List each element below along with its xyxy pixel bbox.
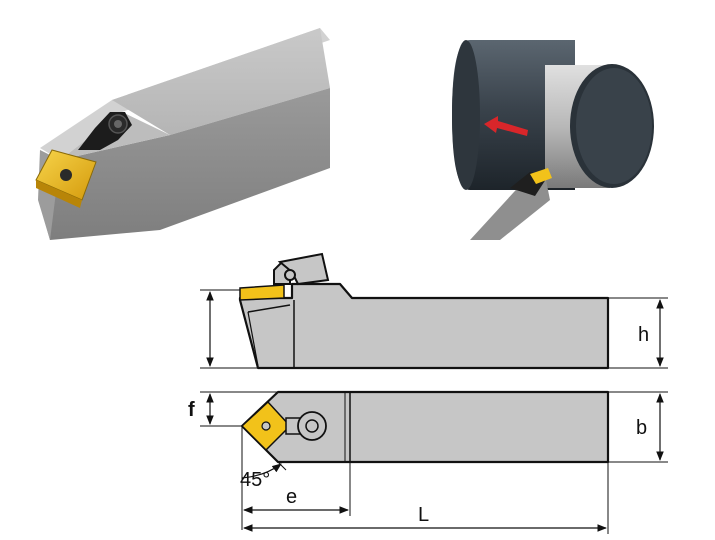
insert-3d — [35, 149, 97, 208]
label-e: e — [286, 486, 297, 508]
dimension-f: f — [188, 391, 278, 427]
dimension-head-height — [200, 289, 258, 369]
feed-direction-arrow — [484, 116, 528, 136]
dimension-e: e — [243, 462, 351, 516]
angle-45: 45° — [240, 425, 287, 530]
label-L: L — [418, 504, 429, 526]
label-b: b — [636, 417, 647, 439]
dimension-h: h — [608, 297, 668, 369]
clamp-lever — [78, 112, 132, 150]
dimension-b: b — [608, 391, 668, 463]
label-h: h — [638, 324, 649, 346]
dimension-L: L — [243, 462, 609, 534]
side-view — [238, 252, 610, 370]
top-view — [240, 390, 610, 464]
turning-workpiece-3d — [452, 40, 654, 240]
label-angle: 45° — [240, 469, 270, 491]
tool-holder-3d — [35, 28, 330, 240]
label-f: f — [188, 399, 195, 421]
